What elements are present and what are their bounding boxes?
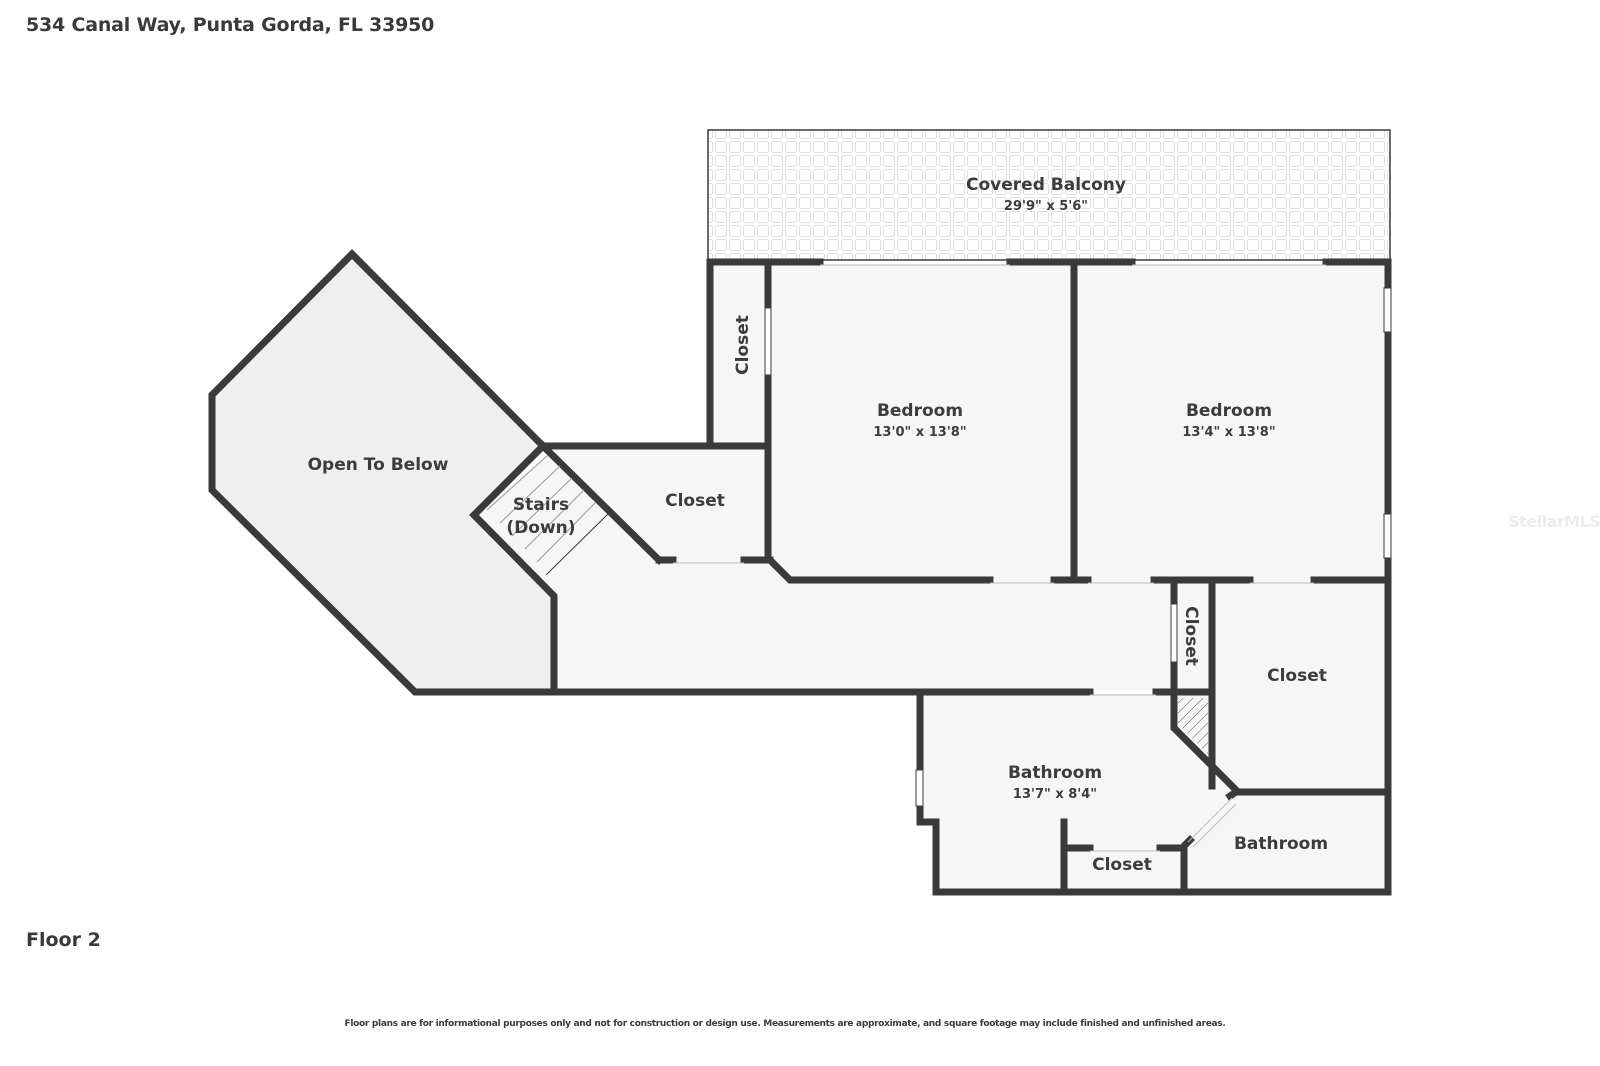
floor-label: Floor 2 [26,929,101,951]
bathroom-main-dims: 13'7" x 8'4" [1013,787,1097,802]
closet-center-name: Closet [665,491,725,511]
closet-right-name: Closet [1267,666,1327,686]
room-covered-balcony [707,129,1391,261]
watermark-logo: StellarMLS [1508,512,1600,531]
hatched-chase [1178,698,1208,754]
room-labels: Covered Balcony 29'9" x 5'6" Bedroom 13'… [308,175,1328,875]
stairs-line1: Stairs [513,495,569,515]
room-fills [212,254,1388,892]
open-to-below-name: Open To Below [308,455,449,475]
closet-bath-name: Closet [1092,855,1152,875]
stair-treads [486,454,609,576]
disclaimer-text: Floor plans are for informational purpos… [344,1019,1226,1029]
windows [764,287,1392,807]
door-openings [673,264,1326,852]
bedroom2-dims: 13'4" x 13'8" [1182,425,1275,440]
closet-small-vertical-name: Closet [1181,606,1201,666]
bathroom-small-name: Bathroom [1234,834,1328,854]
closet-left-name: Closet [733,315,753,375]
bathroom-main-name: Bathroom [1008,763,1102,783]
bedroom1-dims: 13'0" x 13'8" [873,425,966,440]
stairs-line2: (Down) [506,518,575,538]
property-address: 534 Canal Way, Punta Gorda, FL 33950 [26,14,435,36]
walls [208,249,1392,896]
bedroom2-name: Bedroom [1186,401,1272,421]
balcony-name: Covered Balcony [966,175,1126,195]
balcony-dims: 29'9" x 5'6" [1004,199,1088,214]
bedroom1-name: Bedroom [877,401,963,421]
